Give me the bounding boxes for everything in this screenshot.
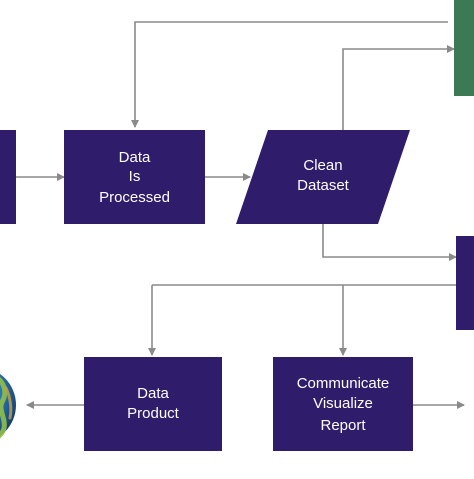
product-label-line-1: Data [137,385,169,402]
communicate-label-line-1: Communicate [297,375,390,392]
data-shape-clean-dataset: Clean Dataset [236,130,410,224]
process-label-line-1: Data [119,149,151,166]
earth-globe-icon [0,374,16,439]
process-label-line-3: Processed [99,189,170,206]
connectors [16,21,465,409]
process-box-data-is-processed: Data Is Processed [64,130,205,224]
communicate-label-line-3: Report [320,417,366,434]
arrow-clean-to-top-right [342,45,455,130]
arrow-clean-to-lower-right [322,224,457,261]
arrow-top-feedback [131,21,448,128]
communicate-label-line-2: Visualize [313,395,373,412]
clean-label-line-1: Clean [303,157,342,174]
lower-right-box-partial [456,236,474,330]
process-label-line-2: Is [129,168,141,185]
product-label-line-2: Product [127,405,180,422]
green-box-partial [454,0,474,96]
process-box-communicate: Communicate Visualize Report [273,357,413,451]
process-box-data-product: Data Product [84,357,222,451]
clean-label-line-2: Dataset [297,177,350,194]
source-box-partial [0,130,16,224]
